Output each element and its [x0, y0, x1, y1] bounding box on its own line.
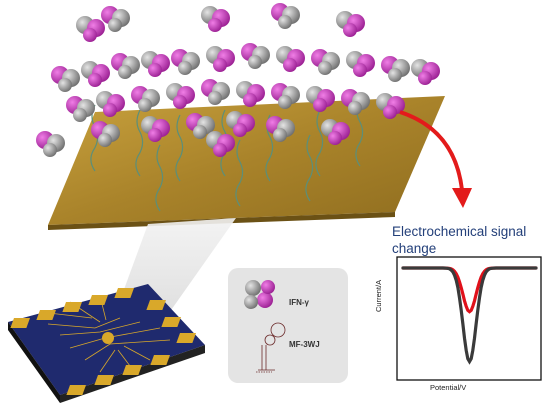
- protein-molecule: [101, 6, 130, 32]
- protein-molecule: [81, 61, 110, 87]
- protein-molecule: [236, 81, 265, 107]
- protein-molecule: [241, 43, 270, 69]
- chip-electrode-pad: [94, 375, 114, 385]
- protein-molecule: [346, 51, 375, 77]
- chip-electrode-pad: [10, 318, 30, 328]
- dna-strand: [155, 144, 164, 212]
- aptamer-label: MF-3WJ: [289, 340, 320, 349]
- chip-electrode-pad: [62, 302, 82, 312]
- chip-electrode-pad: [122, 365, 142, 375]
- red-arrow-head: [452, 188, 472, 208]
- protein-molecule: [206, 131, 235, 157]
- chip-electrode-pad: [66, 385, 86, 395]
- legend-aptamer-icon: [256, 322, 286, 373]
- chart-x-axis-label: Potential/V: [430, 383, 467, 392]
- chip-electrode-pad: [146, 300, 166, 310]
- protein-molecule: [266, 116, 295, 142]
- chip-electrode-pad: [150, 355, 170, 365]
- chart-frame: [396, 256, 542, 381]
- dna-strand: [235, 139, 244, 207]
- protein-molecule: [381, 56, 410, 82]
- chart-series-line: [401, 266, 538, 365]
- protein-molecule: [141, 116, 170, 142]
- protein-molecule: [321, 119, 350, 145]
- protein-molecule: [336, 11, 365, 37]
- red-arrow: [399, 110, 464, 191]
- protein-molecule: [171, 49, 200, 75]
- dna-strand: [90, 104, 99, 172]
- protein-molecule: [276, 46, 305, 72]
- protein-molecule: [166, 83, 195, 109]
- chip-electrode-pad: [88, 295, 108, 305]
- protein-molecule: [306, 86, 335, 112]
- protein-label: IFN-γ: [289, 298, 309, 307]
- protein-molecule: [226, 111, 255, 137]
- protein-molecule: [271, 83, 300, 109]
- legend-protein-icon: [244, 280, 275, 309]
- protein-molecule: [96, 91, 125, 117]
- chart-plot-area: [401, 266, 538, 365]
- protein-molecule: [141, 51, 170, 77]
- dna-strand: [305, 134, 314, 202]
- protein-molecule: [91, 121, 120, 147]
- protein-molecule: [206, 46, 235, 72]
- protein-cluster: [36, 3, 440, 157]
- dna-strand: [315, 109, 324, 177]
- dna-strand: [175, 114, 184, 182]
- sensor-chip: [8, 284, 205, 403]
- protein-molecule: [311, 49, 340, 75]
- protein-molecule: [36, 131, 65, 157]
- protein-molecule: [131, 86, 160, 112]
- chart-y-axis-label: Current/A: [374, 279, 383, 312]
- protein-molecule: [51, 66, 80, 92]
- protein-molecule: [66, 96, 95, 122]
- protein-molecule: [201, 79, 230, 105]
- protein-molecule: [411, 59, 440, 85]
- protein-molecule: [376, 93, 405, 119]
- protein-molecule: [271, 3, 300, 29]
- signal-title: Electrochemical signal change: [392, 224, 527, 256]
- chip-electrode-pad: [176, 333, 196, 343]
- chip-electrode-pad: [114, 288, 134, 298]
- dna-strand: [135, 109, 144, 177]
- protein-molecule: [76, 16, 105, 42]
- protein-molecule: [186, 113, 215, 139]
- chart-series-line: [401, 266, 538, 314]
- chip-electrode-pad: [161, 317, 181, 327]
- protein-molecule: [201, 6, 230, 32]
- protein-molecule: [111, 53, 140, 79]
- protein-molecule: [341, 89, 370, 115]
